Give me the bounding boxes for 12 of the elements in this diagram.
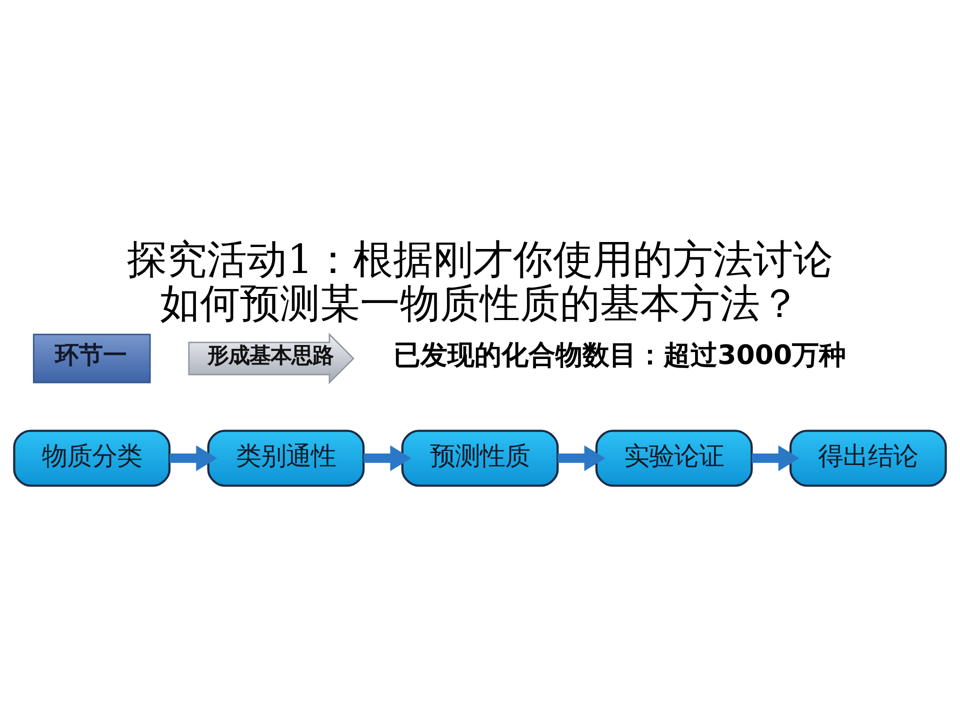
node-box: 物质分类 bbox=[13, 429, 171, 486]
diagram-title: 探究活动1：根据刚才你使用的方法讨论如何预测某一物质性质的基本方法？ bbox=[127, 236, 833, 326]
node-box: 得出结论 bbox=[789, 429, 947, 486]
node-box: 类别通性 bbox=[207, 429, 365, 486]
arrow bbox=[752, 444, 800, 471]
node-box: 环节一 bbox=[32, 333, 151, 383]
arrow bbox=[558, 444, 606, 471]
node-box: 实验论证 bbox=[595, 429, 753, 486]
label: 已发现的化合物数目：超过3000万种 bbox=[394, 339, 846, 370]
arrow bbox=[364, 444, 412, 471]
node-box: 预测性质 bbox=[401, 429, 559, 486]
arrow bbox=[170, 444, 218, 471]
